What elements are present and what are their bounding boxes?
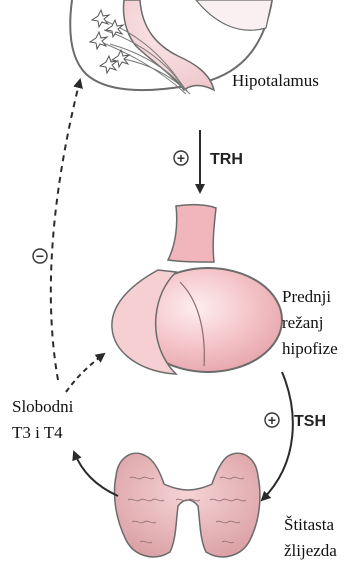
hormones-label-line2: T3 i T4 xyxy=(12,423,63,442)
hypothalamus-label: Hipotalamus xyxy=(232,71,319,90)
tsh-label: TSH xyxy=(294,413,326,430)
thyroid-to-hormones-arrow xyxy=(74,452,118,496)
negative-feedback-arrow xyxy=(51,80,80,380)
pituitary-label-line1: Prednji xyxy=(282,287,331,306)
svg-text:+: + xyxy=(268,412,276,428)
hormones-label-line1: Slobodni xyxy=(12,397,74,416)
thyroid-label-line2: žlijezda xyxy=(284,541,337,560)
pituitary-illustration xyxy=(112,205,282,374)
trh-label: TRH xyxy=(210,151,243,168)
thyroid-label-line1: Štitasta xyxy=(284,515,335,534)
svg-text:−: − xyxy=(36,248,44,264)
pituitary-label-line3: hipofize xyxy=(282,339,338,358)
thyroid-illustration xyxy=(114,453,259,557)
tsh-arrow xyxy=(262,372,293,500)
tsh-plus-sign: + xyxy=(265,412,279,428)
feedback-minus-sign: − xyxy=(33,248,47,264)
pituitary-label-line2: režanj xyxy=(282,313,324,332)
trh-plus-sign: + xyxy=(174,150,188,166)
hormones-to-pituitary-arrow xyxy=(66,354,104,392)
svg-text:+: + xyxy=(177,150,185,166)
